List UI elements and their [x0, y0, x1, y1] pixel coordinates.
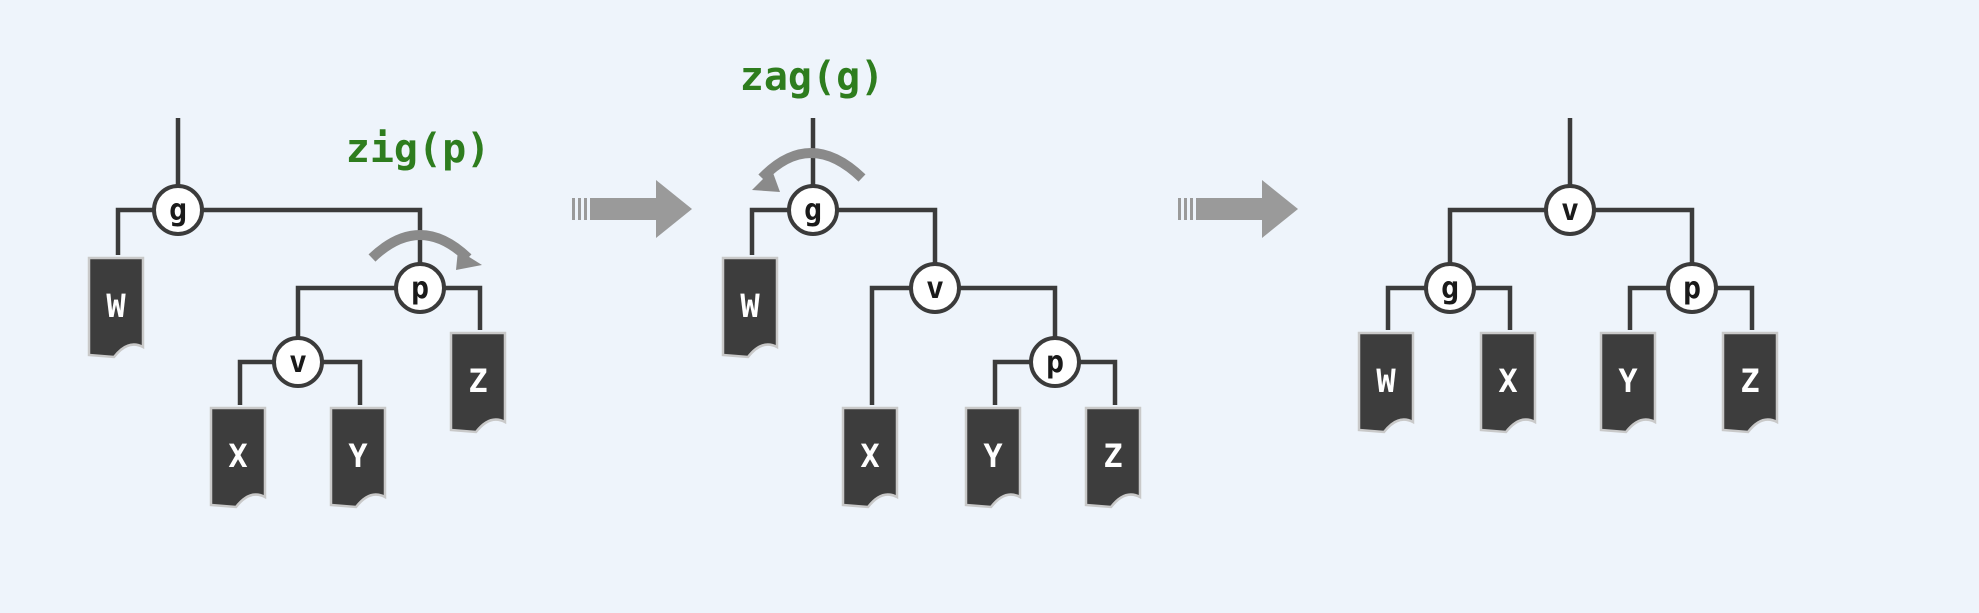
- operation-label-zag: zag(g): [740, 54, 885, 100]
- leaf-label: Z: [468, 362, 487, 400]
- leaf-Z: Z: [449, 331, 507, 434]
- tree-node-g: g: [787, 184, 839, 236]
- node-label: g: [1441, 271, 1459, 306]
- rotation-arrow-icon: [368, 230, 472, 262]
- leaf-W: W: [87, 256, 145, 359]
- node-label: g: [804, 193, 822, 228]
- tree-node-v: v: [1544, 184, 1596, 236]
- node-label: p: [1046, 345, 1064, 380]
- transition-arrow-icon: [572, 180, 692, 238]
- panel-after-zig: g v p W X Y Z zag(g): [721, 54, 1142, 509]
- panel-before: g p v W Z X Y zig(p): [87, 118, 507, 509]
- node-label: v: [289, 345, 307, 380]
- rotation-arrowhead-icon: [456, 250, 482, 270]
- leaf-Z: Z: [1721, 331, 1779, 434]
- leaf-X: X: [1479, 331, 1537, 434]
- tree-edges: [1385, 118, 1755, 330]
- leaf-label: X: [1498, 362, 1517, 400]
- leaf-label: Y: [348, 437, 368, 475]
- node-label: v: [926, 271, 944, 306]
- leaf-label: Z: [1103, 437, 1122, 475]
- leaf-Y: Y: [1599, 331, 1657, 434]
- node-label: v: [1561, 193, 1579, 228]
- node-label: p: [1683, 271, 1701, 306]
- leaf-W: W: [1357, 331, 1415, 434]
- rotation-arrowhead-icon: [752, 170, 780, 192]
- node-label: p: [411, 271, 429, 306]
- panel-final: v g p W X Y Z: [1357, 118, 1779, 434]
- leaf-Z: Z: [1084, 406, 1142, 509]
- leaf-label: X: [228, 437, 247, 475]
- leaf-X: X: [209, 406, 267, 509]
- tree-node-g: g: [1424, 262, 1476, 314]
- tree-edges: [749, 118, 1118, 405]
- operation-label-zig: zig(p): [346, 126, 491, 172]
- leaf-Y: Y: [964, 406, 1022, 509]
- node-label: g: [169, 193, 187, 228]
- tree-node-p: p: [1029, 336, 1081, 388]
- tree-node-g: g: [152, 184, 204, 236]
- leaf-label: Y: [1618, 362, 1638, 400]
- tree-edges: [115, 118, 483, 405]
- leaf-label: W: [740, 287, 760, 325]
- tree-node-p: p: [394, 262, 446, 314]
- leaf-label: Y: [983, 437, 1003, 475]
- tree-node-v: v: [909, 262, 961, 314]
- leaf-label: X: [860, 437, 879, 475]
- rotation-arrow-icon: [758, 148, 866, 182]
- tree-node-v: v: [272, 336, 324, 388]
- leaf-label: Z: [1740, 362, 1759, 400]
- tree-node-p: p: [1666, 262, 1718, 314]
- transition-arrow-icon: [1178, 180, 1298, 238]
- leaf-Y: Y: [329, 406, 387, 509]
- leaf-label: W: [106, 287, 126, 325]
- leaf-label: W: [1376, 362, 1396, 400]
- leaf-X: X: [841, 406, 899, 509]
- leaf-W: W: [721, 256, 779, 359]
